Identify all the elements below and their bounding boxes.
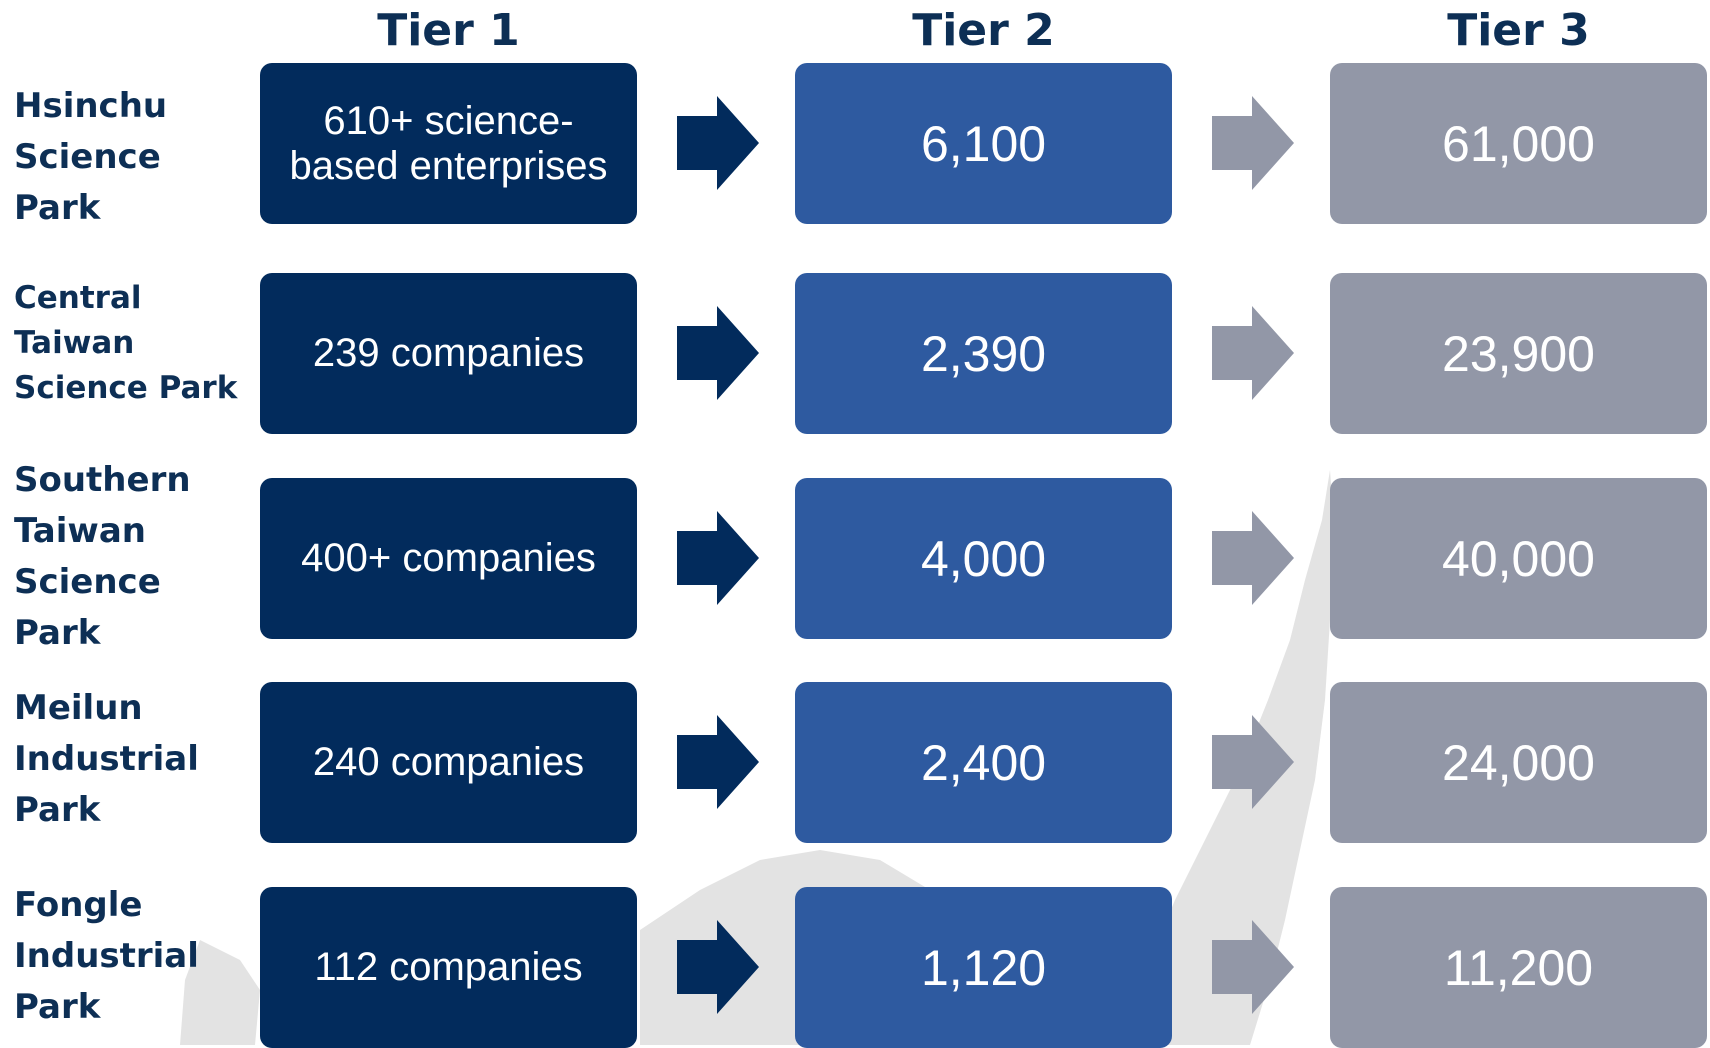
tier-1-value: 400+ companies [301, 536, 596, 580]
tier-2-box-meilun: 2,400 [795, 682, 1172, 843]
park-label-line: Park [14, 187, 101, 228]
tier-1-value: 610+ science-based enterprises [289, 98, 608, 188]
arrow-right-icon [1212, 715, 1294, 809]
park-label-line: Park [14, 790, 101, 830]
tier-1-box-central-taiwan: 239 companies [260, 273, 637, 434]
park-label-line: Industrial [14, 936, 199, 976]
tier-2-box-central-taiwan: 2,390 [795, 273, 1172, 434]
arrow-right-icon [677, 715, 759, 809]
arrow-right-icon [677, 306, 759, 400]
arrow-right-icon [1212, 96, 1294, 190]
tier-1-box-southern-taiwan: 400+ companies [260, 478, 637, 639]
tier-3-value: 11,200 [1443, 939, 1594, 996]
tier-1-box-fongle: 112 companies [260, 887, 637, 1048]
park-label-line: Industrial [14, 739, 199, 779]
park-label-line: Park [14, 987, 101, 1027]
arrow-right-icon [677, 96, 759, 190]
tier-1-box-hsinchu: 610+ science-based enterprises [260, 63, 637, 224]
tier-2-value: 2,390 [920, 325, 1047, 382]
park-label-southern-taiwan: Southern Taiwan Science Park [14, 455, 244, 659]
tier-2-header: Tier 2 [912, 5, 1055, 56]
park-label-line: Science [14, 562, 161, 602]
tier-3-header: Tier 3 [1447, 5, 1590, 56]
arrow-right-icon [1212, 920, 1294, 1014]
tier-2-box-southern-taiwan: 4,000 [795, 478, 1172, 639]
tier-3-value: 40,000 [1442, 530, 1595, 587]
park-label-line: Meilun [14, 688, 143, 728]
park-label-hsinchu: Hsinchu Science Park [14, 82, 244, 232]
tier-3-value: 23,900 [1442, 325, 1595, 382]
arrow-right-icon [1212, 306, 1294, 400]
arrow-right-icon [1212, 511, 1294, 605]
tier-3-value: 61,000 [1442, 115, 1595, 172]
park-label-line: Southern [14, 460, 191, 500]
tier-2-value: 6,100 [920, 115, 1047, 172]
tier-3-box-meilun: 24,000 [1330, 682, 1707, 843]
tier-1-value: 240 companies [312, 740, 585, 784]
park-label-line: Science [14, 136, 161, 177]
tier-3-box-southern-taiwan: 40,000 [1330, 478, 1707, 639]
tier-3-box-central-taiwan: 23,900 [1330, 273, 1707, 434]
park-label-line: Taiwan [14, 511, 146, 551]
arrow-right-icon [677, 511, 759, 605]
arrow-right-icon [677, 920, 759, 1014]
tier-2-value: 4,000 [920, 530, 1047, 587]
tier-3-box-hsinchu: 61,000 [1330, 63, 1707, 224]
tier-2-value: 2,400 [920, 734, 1047, 791]
tier-2-box-hsinchu: 6,100 [795, 63, 1172, 224]
park-label-central-taiwan: Central Taiwan Science Park [14, 276, 244, 411]
tier-3-box-fongle: 11,200 [1330, 887, 1707, 1048]
park-label-line: Fongle [14, 885, 143, 925]
park-label-line: Central [14, 280, 142, 316]
park-label-line: Hsinchu [14, 85, 168, 126]
tier-1-box-meilun: 240 companies [260, 682, 637, 843]
park-label-line: Park [14, 613, 101, 653]
park-label-line: Science Park [14, 370, 238, 406]
tier-3-value: 24,000 [1442, 734, 1595, 791]
park-label-fongle: Fongle Industrial Park [14, 880, 244, 1033]
tier-1-value: 239 companies [312, 331, 585, 375]
park-label-line: Taiwan [14, 325, 135, 361]
tier-1-header: Tier 1 [377, 5, 520, 56]
tier-1-value: 112 companies [314, 945, 583, 989]
park-label-meilun: Meilun Industrial Park [14, 683, 244, 836]
tier-2-value: 1,120 [920, 939, 1047, 996]
tier-2-box-fongle: 1,120 [795, 887, 1172, 1048]
